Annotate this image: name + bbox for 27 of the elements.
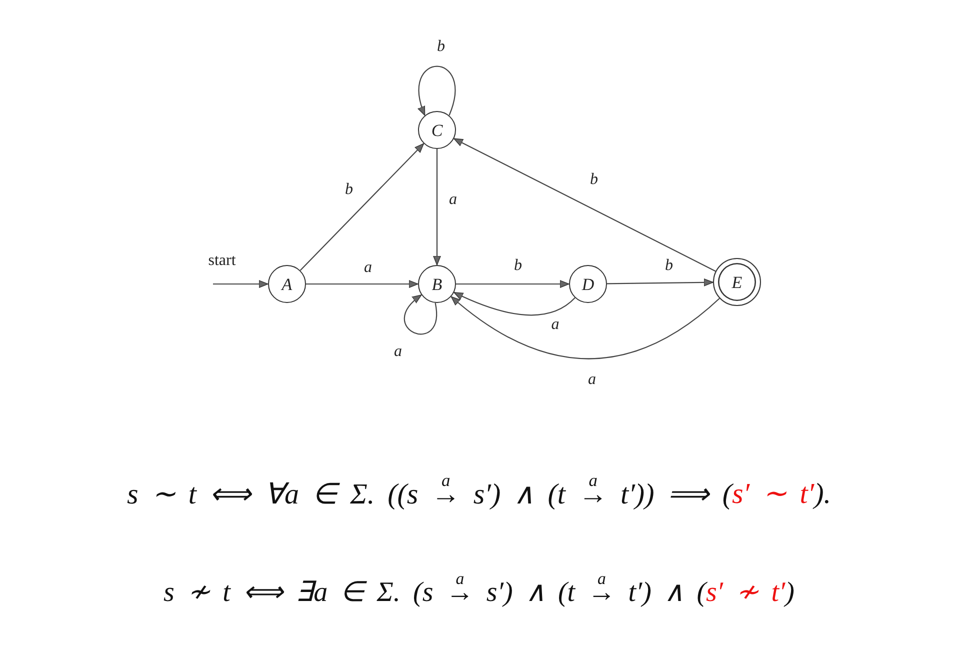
transition-arrow xyxy=(450,296,720,360)
transition-arrow xyxy=(306,280,418,288)
state-name: D xyxy=(582,276,594,292)
formula: ) xyxy=(785,577,794,610)
formula: ). xyxy=(814,478,832,512)
state-name: A xyxy=(282,276,292,292)
highlighted-formula: s′ ≁ t′ xyxy=(706,576,786,610)
transition-arrow xyxy=(300,143,424,271)
highlighted-formula: s′ ∼ t′ xyxy=(732,477,814,512)
transition-arrow xyxy=(213,280,268,288)
state-circle xyxy=(569,265,607,303)
accepting-state-circle xyxy=(713,258,761,306)
transition-arrow xyxy=(607,278,714,286)
state-circle xyxy=(418,111,456,149)
state-name: C xyxy=(431,122,443,138)
formula: s ≁ t ⟺ ∃a ∈ Σ. (s →$^{a}$ s′) ∧ (t →$^{a}$ t′) ∧ ( xyxy=(164,569,706,610)
state-circle xyxy=(268,265,306,303)
transition-arrow xyxy=(404,294,438,335)
state-name: E xyxy=(732,274,742,290)
transition-arrow xyxy=(433,149,441,266)
transition-arrow xyxy=(454,292,576,316)
formula: s ∼ t ⟺ ∀a ∈ Σ. ((s →$^{a}$ s′) ∧ (t →$^{a}$ t′)) ⟹ ( xyxy=(126,470,732,512)
transition-arrow xyxy=(456,280,570,288)
state-circle xyxy=(418,265,456,303)
transition-arrow xyxy=(418,66,456,116)
transition-arrow xyxy=(454,138,716,272)
state-name: B xyxy=(432,276,442,292)
